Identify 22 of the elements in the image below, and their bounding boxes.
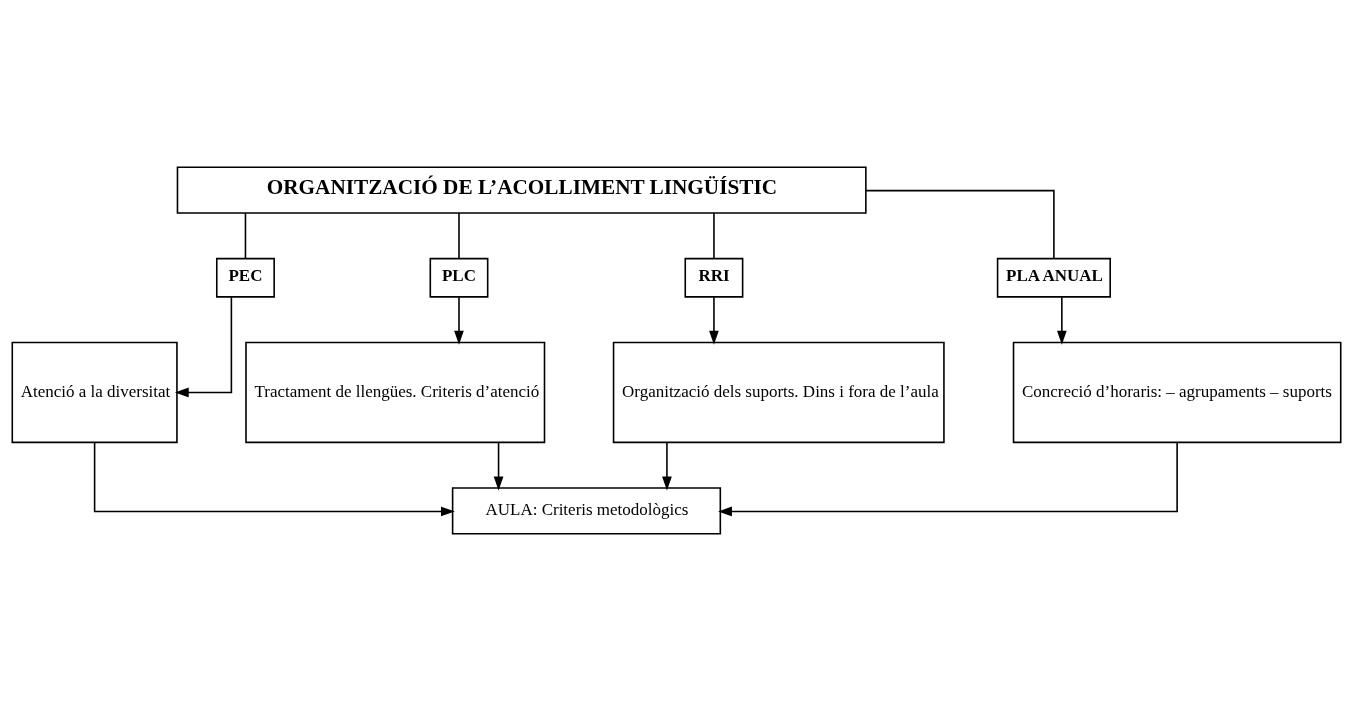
node-box: Organització dels suports. Dins i fora de l’aula	[612, 341, 945, 444]
node-box: RRI	[684, 257, 744, 298]
arrow	[454, 296, 464, 345]
arrow	[93, 441, 455, 517]
arrow	[1057, 296, 1067, 345]
node-box: Tractament de llengües. Criteris d’atenció	[245, 341, 546, 444]
node-box: AULA: Criteris metodològics	[451, 487, 722, 535]
node-box: PLA ANUAL	[996, 257, 1111, 298]
connector	[713, 212, 715, 260]
connector	[244, 212, 247, 260]
arrow	[662, 441, 672, 491]
arrow	[718, 441, 1178, 517]
arrow	[493, 441, 504, 491]
node-box: Atenció a la diversitat	[11, 341, 178, 444]
node-box: Concreció d’horaris: – agrupaments – suports	[1012, 341, 1342, 444]
connector	[458, 212, 460, 260]
node-box: ORGANITZACIÓ DE L’ACOLLIMENT LINGÜÍSTIC	[176, 166, 867, 214]
node-box: PEC	[216, 257, 275, 298]
arrow	[709, 296, 719, 345]
connector	[865, 189, 1055, 260]
arrow	[174, 296, 233, 398]
node-box: PLC	[429, 257, 489, 298]
